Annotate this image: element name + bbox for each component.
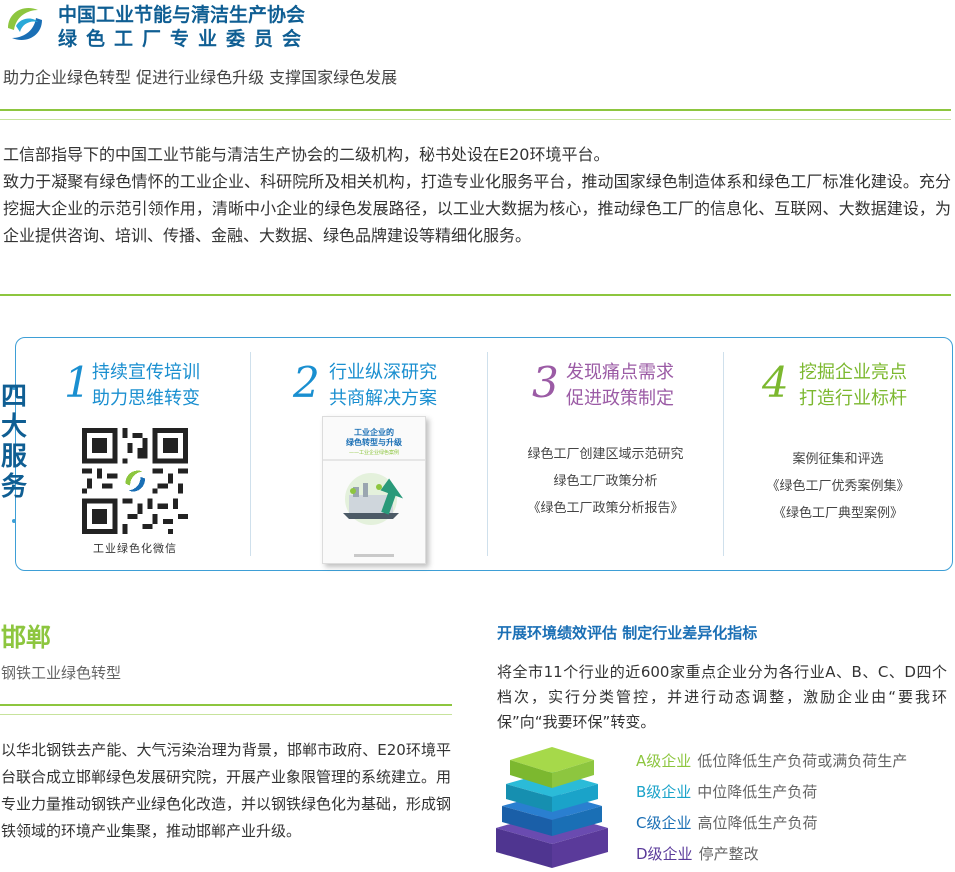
divider	[0, 119, 951, 120]
book-cover-image: 工业企业的 绿色转型与升级 ——工业企业绿色案例	[322, 416, 426, 564]
qr-caption: 工业绿色化微信	[93, 542, 177, 555]
intro-text: 工信部指导下的中国工业节能与清洁生产协会的二级机构，秘书处设在E20环境平台。 …	[3, 141, 951, 249]
evaluation-text: 将全市11个行业的近600家重点企业分为各行业A、B、C、D四个档次，实行分类管…	[497, 663, 947, 731]
wechat-qr-code	[82, 428, 188, 534]
divider	[0, 704, 452, 706]
grade-item: C级企业高位降低生产负荷	[636, 812, 818, 833]
grade-desc: 中位降低生产负荷	[697, 783, 818, 801]
service-heading: 行业纵深研究 共商解决方案	[329, 362, 437, 409]
grade-label: B级企业	[636, 783, 692, 801]
divider	[0, 294, 951, 296]
grade-stack-graphic	[496, 747, 608, 868]
four-services-panel	[15, 337, 953, 571]
evaluation-title: 开展环境绩效评估 制定行业差异化指标	[497, 624, 758, 642]
service-number: 3	[532, 358, 559, 407]
grade-item: A级企业低位降低生产负荷或满负荷生产	[636, 750, 907, 771]
book-title: 绿色转型与升级	[346, 437, 402, 447]
intro-line: 工信部指导下的中国工业节能与清洁生产协会的二级机构，秘书处设在E20环境平台。	[3, 145, 610, 164]
grade-label: C级企业	[636, 814, 692, 832]
service-heading: 发现痛点需求 促进政策制定	[566, 362, 674, 409]
grade-label: A级企业	[636, 752, 692, 770]
org-name: 中国工业节能与清洁生产协会	[58, 4, 306, 26]
service-details: 绿色工厂创建区域示范研究 绿色工厂政策分析 《绿色工厂政策分析报告》	[527, 447, 684, 516]
section-subtitle: 钢铁工业绿色转型	[1, 664, 122, 682]
grade-label: D级企业	[636, 845, 693, 863]
grade-desc: 低位降低生产负荷或满负荷生产	[697, 752, 908, 770]
divider	[0, 109, 951, 111]
grade-item: B级企业中位降低生产负荷	[636, 781, 817, 802]
column-divider	[723, 352, 724, 556]
service-number: 4	[762, 358, 789, 407]
grade-desc: 高位降低生产负荷	[697, 814, 818, 832]
bullet-dot	[12, 519, 16, 523]
slogan: 助力企业绿色转型 促进行业绿色升级 支撑国家绿色发展	[3, 68, 398, 87]
association-logo	[4, 3, 46, 45]
section-title: 邯郸	[1, 623, 52, 652]
four-services-title: 四 大 服 务	[1, 382, 28, 502]
column-divider	[487, 352, 488, 556]
book-subtitle: ——工业企业绿色案例	[348, 450, 399, 456]
layer-a	[510, 747, 594, 788]
service-details: 案例征集和评选 《绿色工厂优秀案例集》 《绿色工厂典型案例》	[766, 452, 910, 521]
bullet-dot	[12, 386, 16, 390]
service-number: 2	[293, 358, 320, 407]
book-illustration	[343, 473, 404, 525]
service-number: 1	[64, 358, 91, 407]
intro-paragraph: 致力于凝聚有绿色情怀的工业企业、科研院所及相关机构，打造专业化服务平台，推动国家…	[3, 172, 951, 245]
divider	[0, 714, 452, 715]
grade-desc: 停产整改	[698, 845, 759, 863]
grade-item: D级企业停产整改	[636, 843, 759, 864]
handan-text: 以华北钢铁去产能、大气污染治理为背景，邯郸市政府、E20环境平台联合成立邯郸绿色…	[1, 741, 452, 840]
service-heading: 挖掘企业亮点 打造行业标杆	[799, 362, 907, 409]
column-divider	[250, 352, 251, 556]
book-title: 工业企业的	[354, 427, 394, 437]
service-heading: 持续宣传培训 助力思维转变	[92, 362, 200, 409]
org-subtitle: 绿色工厂专业委员会	[58, 28, 311, 50]
